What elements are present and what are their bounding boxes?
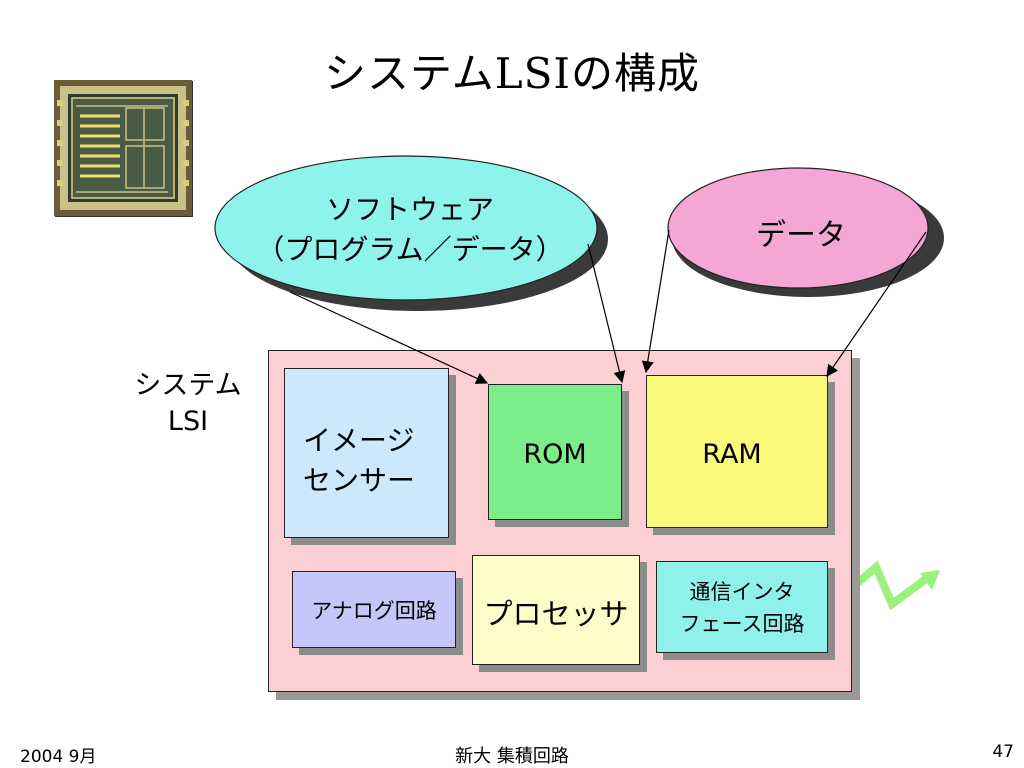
ram-label: RAM (702, 439, 762, 470)
comm-interface-block: 通信インタ フェース回路 (656, 561, 828, 653)
footer-page-number: 47 (992, 742, 1014, 762)
system-lsi-label-line1: システム (134, 370, 242, 401)
system-lsi-label-line2: LSI (167, 406, 209, 437)
system-lsi-label: システム LSI (108, 368, 268, 440)
page-title: システムLSIの構成 (324, 49, 700, 98)
footer-course: 新大 集積回路 (455, 746, 569, 767)
footer-date: 2004 9月 (20, 747, 97, 767)
data-ellipse-label: データ (756, 218, 846, 253)
comm-label-line2: フェース回路 (679, 612, 805, 636)
chip-photo-graphic (54, 80, 192, 216)
rom-label: ROM (523, 439, 587, 470)
software-label-line1: ソフトウェア (325, 193, 494, 226)
chip-photo (54, 80, 192, 216)
image-sensor-label-line2: センサー (303, 464, 416, 497)
rom-block: ROM (488, 384, 622, 520)
comm-label-line1: 通信インタ (689, 580, 795, 604)
processor-block: プロセッサ (472, 555, 640, 665)
image-sensor-block: イメージ センサー (284, 368, 449, 538)
analog-label: アナログ回路 (311, 599, 437, 623)
software-ellipse-label: ソフトウェア （プログラム／データ） (222, 190, 598, 270)
ram-block: RAM (646, 375, 828, 528)
processor-label: プロセッサ (483, 597, 629, 631)
image-sensor-label-line1: イメージ (303, 424, 415, 457)
software-label-line2: （プログラム／データ） (256, 233, 564, 266)
analog-circuit-block: アナログ回路 (292, 571, 456, 648)
